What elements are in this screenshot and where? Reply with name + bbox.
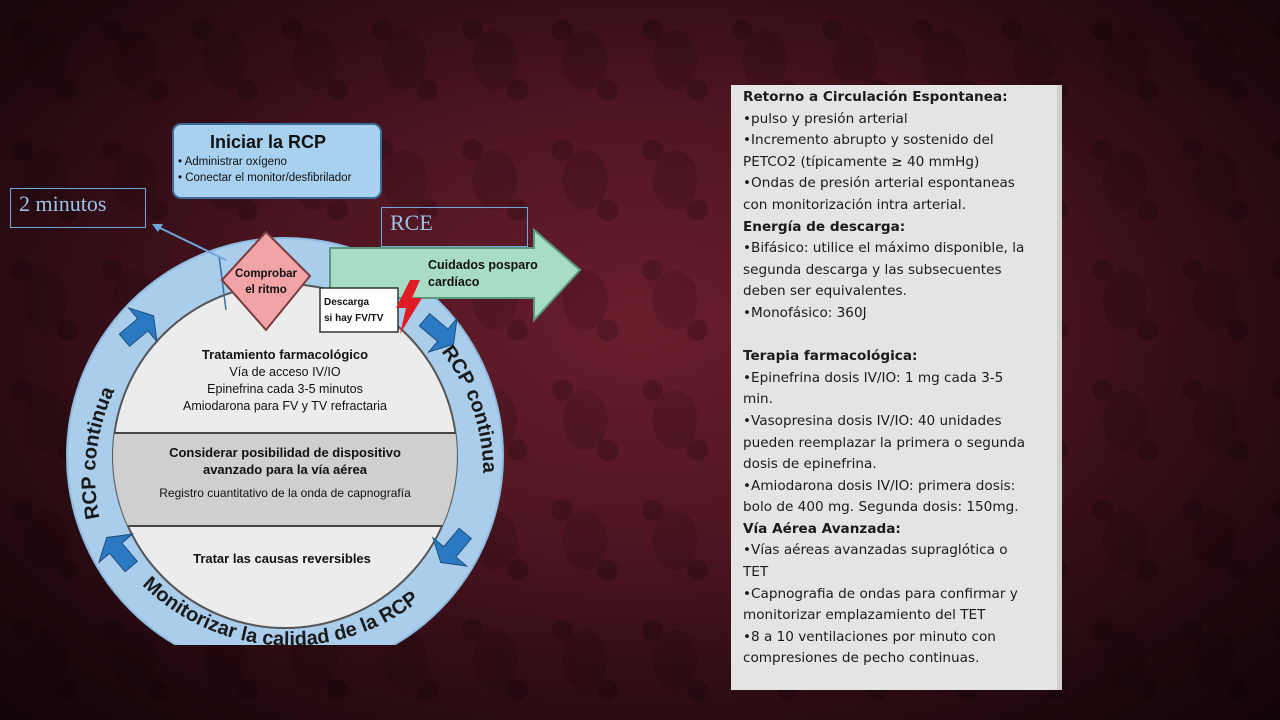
panel-line: •Bifásico: utilice el máximo disponible,… bbox=[743, 240, 1025, 257]
panel-line: segunda descarga y las subsecuentes bbox=[743, 261, 1002, 278]
arrow-icon-bottom-left bbox=[97, 533, 139, 573]
shock-label-line2: si hay FV/TV bbox=[324, 313, 384, 324]
panel-line bbox=[743, 325, 1051, 347]
arrow-icon-top-left bbox=[118, 306, 158, 348]
airway-title-line2: avanzado para la vía aérea bbox=[203, 462, 368, 477]
check-rhythm-line2: el ritmo bbox=[245, 284, 287, 296]
panel-line: con monitorización intra arterial. bbox=[743, 196, 967, 213]
info-panel: Retorno a Circulación Espontanea: •pulso … bbox=[731, 85, 1062, 690]
start-cpr-item-monitor: • Conectar el monitor/desfibrilador bbox=[178, 172, 352, 184]
lightning-icon bbox=[396, 280, 422, 334]
start-cpr-item-oxygen: • Administrar oxígeno bbox=[178, 156, 287, 168]
panel-line: •Amiodarona dosis IV/IO: primera dosis: bbox=[743, 477, 1016, 494]
start-cpr-box bbox=[172, 123, 382, 199]
panel-line: •pulso y presión arterial bbox=[743, 110, 908, 127]
shock-box bbox=[319, 287, 399, 333]
panel-line: •Epinefrina dosis IV/IO: 1 mg cada 3-5 bbox=[743, 369, 1004, 386]
arrow-icon-top-right bbox=[418, 312, 458, 354]
post-arrest-label-line2: cardíaco bbox=[428, 275, 480, 289]
panel-line: •Vías aéreas avanzadas supraglótica o bbox=[743, 542, 1008, 559]
panel-line: •Ondas de presión arterial espontaneas bbox=[743, 175, 1015, 192]
arrow-icon-bottom-right bbox=[431, 527, 473, 567]
check-rhythm-diamond bbox=[220, 230, 312, 332]
panel-heading: Vía Aérea Avanzada: bbox=[743, 520, 901, 537]
drug-line-amiodarone: Amiodarona para FV y TV refractaria bbox=[183, 399, 387, 413]
drug-section-title: Tratamiento farmacológico bbox=[202, 347, 368, 362]
panel-line: PETCO2 (típicamente ≥ 40 mmHg) bbox=[743, 153, 980, 170]
shock-label-line1: Descarga bbox=[324, 297, 369, 308]
panel-line: pueden reemplazar la primera o segunda bbox=[743, 434, 1026, 451]
airway-capnography-line: Registro cuantitativo de la onda de capn… bbox=[159, 486, 411, 500]
drug-line-epinephrine: Epinefrina cada 3-5 minutos bbox=[207, 382, 363, 396]
rce-label[interactable]: RCE bbox=[381, 207, 528, 247]
panel-line: deben ser equivalentes. bbox=[743, 283, 907, 300]
start-cpr-title: Iniciar la RCP bbox=[210, 132, 326, 152]
panel-line: compresiones de pecho continuas. bbox=[743, 650, 980, 667]
panel-line: TET bbox=[743, 564, 769, 581]
panel-line: •Vasopresina dosis IV/IO: 40 unidades bbox=[743, 412, 1002, 429]
panel-heading: Retorno a Circulación Espontanea: bbox=[743, 89, 1008, 105]
panel-line: dosis de epinefrina. bbox=[743, 456, 877, 473]
panel-line: •Monofásico: 360J bbox=[743, 304, 867, 321]
airway-section-bg bbox=[113, 433, 457, 526]
panel-line: •8 a 10 ventilaciones por minuto con bbox=[743, 628, 996, 645]
two-minutes-label[interactable]: 2 minutos bbox=[10, 188, 146, 228]
causes-title: Tratar las causas reversibles bbox=[193, 551, 371, 566]
panel-heading: Energía de descarga: bbox=[743, 218, 906, 235]
panel-line: •Incremento abrupto y sostenido del bbox=[743, 132, 994, 149]
post-arrest-label-line1: Cuidados posparo bbox=[428, 258, 538, 272]
check-rhythm-line1: Comprobar bbox=[235, 268, 298, 280]
cpr-cycle-svg: Iniciar la RCP • Administrar oxígeno • C… bbox=[66, 123, 582, 645]
panel-line: min. bbox=[743, 391, 773, 408]
panel-line: monitorizar emplazamiento del TET bbox=[743, 607, 986, 624]
panel-line: bolo de 400 mg. Segunda dosis: 150mg. bbox=[743, 499, 1019, 516]
info-panel-lines: Retorno a Circulación Espontanea: •pulso … bbox=[743, 87, 1051, 670]
panel-line: •Capnografia de ondas para confirmar y bbox=[743, 585, 1018, 602]
cpr-cycle-diagram: Iniciar la RCP • Administrar oxígeno • C… bbox=[60, 120, 600, 645]
drug-line-access: Vía de acceso IV/IO bbox=[229, 365, 340, 379]
airway-title-line1: Considerar posibilidad de dispositivo bbox=[169, 445, 401, 460]
panel-heading: Terapia farmacológica: bbox=[743, 348, 918, 365]
